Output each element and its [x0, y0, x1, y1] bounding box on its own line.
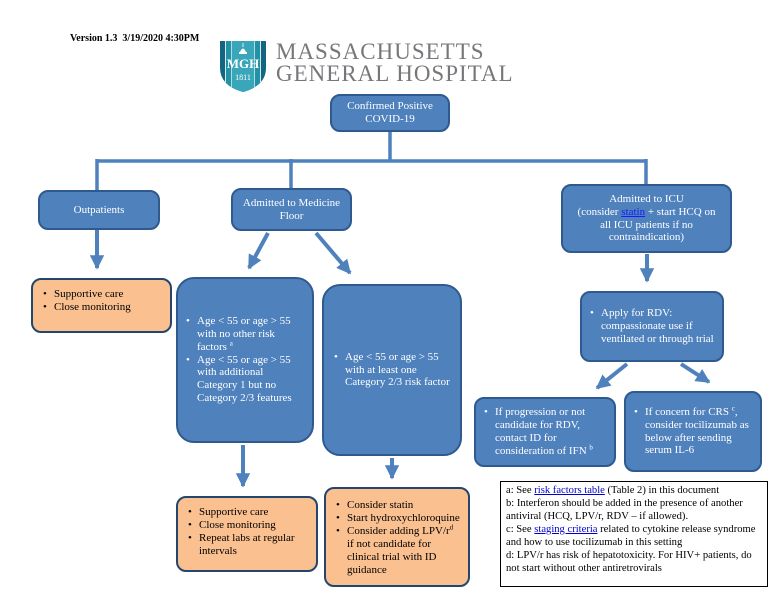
footnote-a: a: See risk factors table (Table 2) in t… [506, 485, 720, 496]
mgh-shield-icon: MGH 1811 [220, 41, 266, 92]
icu-title: Admitted to ICU [609, 192, 684, 205]
bullet-item: Age < 55 or age > 55 with additional Cat… [186, 354, 304, 406]
node-crs-tocilizumab: If concern for CRS c, consider tocilizum… [624, 391, 762, 472]
hospital-name-line1: MASSACHUSETTS [276, 39, 485, 64]
bullet-item: Age < 55 or age > 55 with at least one C… [334, 351, 450, 390]
bullet-item: Supportive care [43, 288, 164, 301]
node-supportive-care-floor: Supportive care Close monitoring Repeat … [176, 496, 318, 572]
footnotes-box: a: See risk factors table (Table 2) in t… [500, 481, 768, 587]
bullet-item: Consider statin [336, 499, 462, 512]
footnote-c: c: See staging criteria related to cytok… [506, 523, 756, 548]
bullet-item: Close monitoring [188, 519, 310, 532]
mgh-logo: MGH 1811 [219, 40, 267, 93]
version-stamp: Version 1.3 3/19/2020 4:30PM [70, 33, 200, 44]
svg-text:1811: 1811 [235, 73, 251, 82]
node-admitted-icu: Admitted to ICU (consider statin + start… [561, 184, 732, 253]
hospital-name: MASSACHUSETTS GENERAL HOSPITAL [276, 39, 514, 86]
node-medicine-floor: Admitted to Medicine Floor [231, 188, 352, 231]
hospital-name-line2: GENERAL HOSPITAL [276, 61, 514, 86]
bullet-item: Consider adding LPV/rd if not candidate … [336, 524, 462, 577]
node-age-category23-risk: Age < 55 or age > 55 with at least one C… [322, 284, 462, 456]
bullet-item: Start hydroxychloroquine [336, 512, 462, 525]
node-age-low-risk: Age < 55 or age > 55 with no other risk … [176, 277, 314, 443]
bullet-item: Age < 55 or age > 55 with no other risk … [186, 315, 304, 354]
footnote-d: d: LPV/r has risk of hepatotoxicity. For… [506, 549, 752, 574]
node-ifn-consideration: If progression or not candidate for RDV,… [474, 397, 616, 467]
risk-factors-table-link[interactable]: risk factors table [534, 485, 605, 496]
node-supportive-care-outpatient: Supportive care Close monitoring [31, 278, 172, 333]
bullet-item: Apply for RDV: compassionate use if vent… [590, 307, 714, 346]
statin-link[interactable]: statin [621, 205, 646, 218]
svg-text:MGH: MGH [227, 56, 260, 71]
footnote-b: b: Interferon should be added in the pre… [506, 497, 743, 522]
node-treatment-regimen: Consider statin Start hydroxychloroquine… [324, 487, 470, 587]
node-confirmed-positive: Confirmed Positive COVID-19 [330, 94, 450, 132]
node-outpatients: Outpatients [38, 190, 160, 230]
dome-icon [239, 43, 247, 54]
bullet-item: If progression or not candidate for RDV,… [484, 406, 606, 458]
bullet-item: Close monitoring [43, 301, 164, 314]
bullet-item: If concern for CRS c, consider tocilizum… [634, 404, 752, 458]
bullet-item: Repeat labs at regular intervals [188, 532, 310, 558]
staging-criteria-link[interactable]: staging criteria [534, 523, 598, 535]
bullet-item: Supportive care [188, 506, 310, 519]
node-apply-rdv: Apply for RDV: compassionate use if vent… [580, 291, 724, 362]
